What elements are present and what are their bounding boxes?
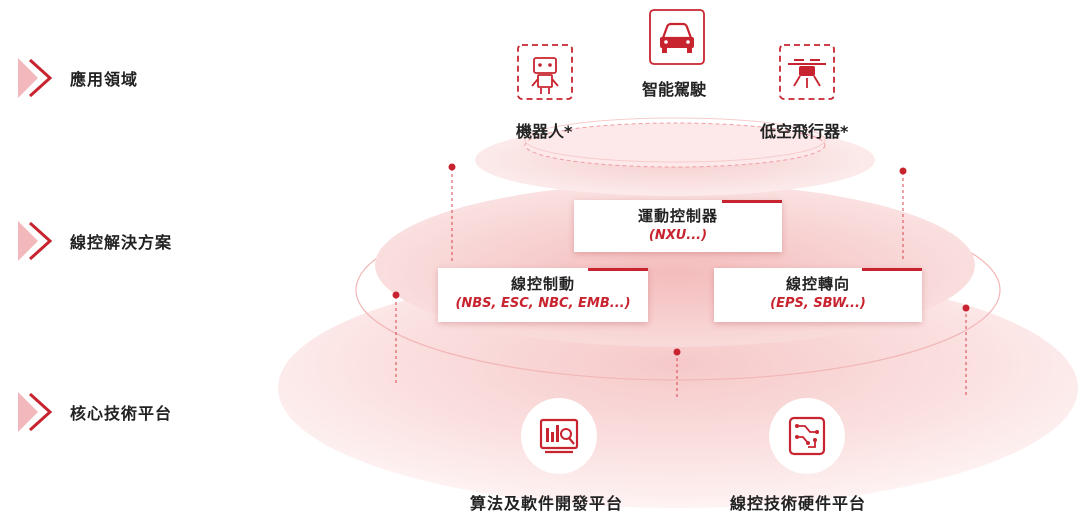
chevron-right-icon — [18, 58, 53, 98]
layer-title: 線控解決方案 — [70, 233, 173, 252]
app-label-robotics: 機器人* — [516, 122, 573, 141]
connector-dots — [392, 163, 970, 356]
layer-label-core: 核心技術平台 — [16, 390, 172, 434]
card-title: 線控制動 — [510, 275, 575, 293]
card-steer-by-wire: 線控轉向 (EPS, SBW...) — [714, 268, 922, 322]
application-inner-ring — [524, 122, 826, 168]
app-label-autonomous-driving: 智能駕駛 — [642, 80, 707, 99]
card-motion-controller: 運動控制器 (NXU...) — [574, 200, 782, 252]
chevron-right-icon — [18, 392, 53, 432]
layer-title: 應用領域 — [70, 70, 139, 89]
platform-label-hardware: 線控技術硬件平台 — [730, 494, 867, 513]
card-subtitle: (NBS, ESC, NBC, EMB...) — [455, 296, 631, 311]
card-subtitle: (EPS, SBW...) — [770, 296, 866, 311]
drone-icon — [779, 44, 835, 100]
robot-icon — [517, 44, 573, 100]
core-platform-disc — [278, 268, 1078, 508]
card-title: 線控轉向 — [785, 275, 850, 293]
layer-label-solutions: 線控解決方案 — [16, 219, 172, 263]
hardware-circuit-icon — [769, 398, 845, 474]
card-title: 運動控制器 — [637, 207, 718, 225]
chevron-right-icon — [18, 221, 53, 261]
app-label-low-altitude: 低空飛行器* — [760, 122, 849, 141]
card-subtitle: (NXU...) — [648, 228, 708, 243]
algorithm-software-icon — [521, 398, 597, 474]
card-brake-by-wire: 線控制動 (NBS, ESC, NBC, EMB...) — [438, 268, 648, 322]
platform-label-algorithm-software: 算法及軟件開發平台 — [470, 494, 624, 513]
layer-label-application: 應用領域 — [16, 56, 138, 100]
connector-lines — [395, 168, 967, 398]
layer-title: 核心技術平台 — [70, 404, 173, 423]
car-icon — [649, 9, 705, 65]
